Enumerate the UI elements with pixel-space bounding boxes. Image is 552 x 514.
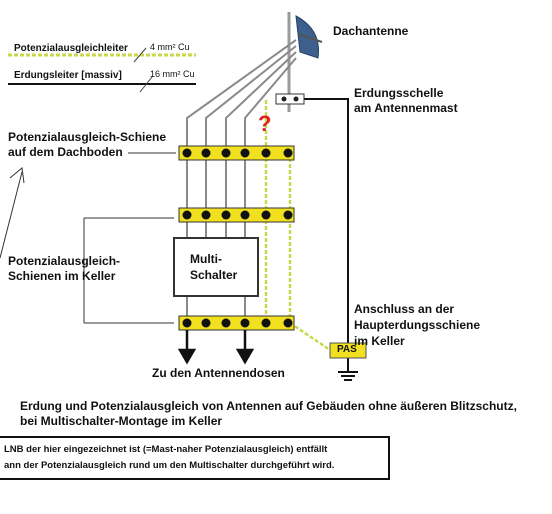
legend-tick-2 <box>139 76 153 93</box>
legend-earthing-label: Erdungsleiter [massiv] <box>14 70 122 81</box>
clamp-label-1: Erdungsschelle <box>354 86 444 100</box>
main-earth-label-2: Haupterdungsschiene <box>354 318 481 332</box>
roof-antenna-label: Dachantenne <box>333 24 409 38</box>
legend-earthing-size: 16 mm² Cu <box>150 69 195 79</box>
earthing-wire <box>299 98 349 372</box>
rail-cellar-lower <box>178 315 295 331</box>
multiswitch-label-2: Schalter <box>190 268 238 282</box>
caption-line-2: bei Multischalter-Montage im Keller <box>20 414 223 428</box>
earthing-clamp <box>275 93 305 105</box>
to-outlets-label: Zu den Antennendosen <box>152 366 285 380</box>
pas-box <box>329 342 367 359</box>
pas-label: PAS <box>337 344 357 355</box>
note-box: LNB der hier eingezeichnet ist (=Mast-na… <box>0 436 390 480</box>
multiswitch-box <box>173 237 259 297</box>
rail-attic <box>178 145 295 161</box>
rail-attic-label-1: Potenzialausgleich-Schiene <box>8 130 167 144</box>
multiswitch-label-1: Multi- <box>190 252 222 266</box>
output-arrows <box>177 330 255 365</box>
rails-cellar-label-2: Schienen im Keller <box>8 269 116 283</box>
rail-cellar-upper <box>178 207 295 223</box>
leader-lines <box>0 152 176 324</box>
main-earth-label-1: Anschluss an der <box>354 302 455 316</box>
note-line-2: ann der Potenzialausgleich rund um den M… <box>4 460 335 471</box>
main-earth-label-3: im Keller <box>354 334 405 348</box>
clamp-label-2: am Antennenmast <box>354 101 458 115</box>
rail-attic-label-2: auf dem Dachboden <box>8 145 123 159</box>
legend-equipotential-size: 4 mm² Cu <box>150 42 190 52</box>
question-mark: ? <box>258 111 272 136</box>
equipotential-wire <box>264 100 338 352</box>
legend-tick-1 <box>133 47 147 63</box>
satellite-dish-icon <box>295 15 323 59</box>
rails-cellar-label-1: Potenzialausgleich- <box>8 254 121 268</box>
ground-icon <box>338 371 358 381</box>
note-line-1: LNB der hier eingezeichnet ist (=Mast-na… <box>4 444 328 455</box>
caption-line-1: Erdung und Potenzialausgleich von Antenn… <box>20 399 517 413</box>
legend-equipotential-label: Potenzialausgleichleiter <box>14 43 128 54</box>
